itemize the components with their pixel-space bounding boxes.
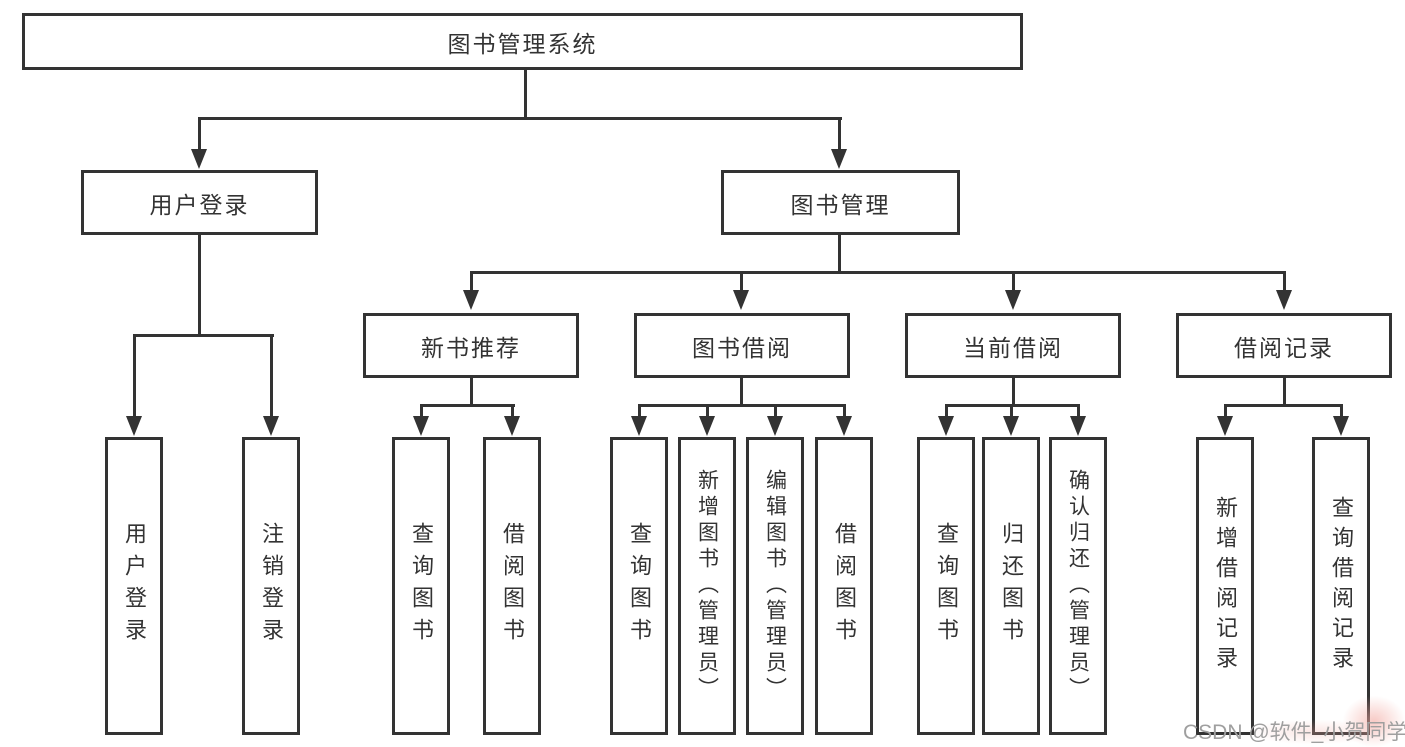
leaf-br-query-record: 查询借阅记录 [1312,437,1370,735]
leaf-bb-edit-books-label: 编辑图书（管理员） [763,469,787,703]
connector-drop [1010,404,1013,418]
watermark-pink-glow [1250,720,1380,744]
leaf-cb-return-books-label: 归还图书 [999,522,1024,650]
node-root-label: 图书管理系统 [447,30,598,57]
node-book-mgmt-label: 图书管理 [790,191,891,218]
connector-drop-book-mgmt [838,117,841,150]
watermark: CSDN @软件_小贺同学 [1183,721,1405,744]
arrow-down-icon [413,416,429,436]
leaf-cb-return-books: 归还图书 [982,437,1040,735]
leaf-logout-label: 注销登录 [259,522,284,650]
leaf-bb-add-books: 新增图书（管理员） [678,437,736,735]
connector-drop [420,404,423,418]
connector-drop [945,404,948,418]
connector-drop-leaf-user-login [133,334,136,418]
leaf-cb-query-books-label: 查询图书 [934,522,959,650]
node-user-login-label: 用户登录 [149,191,250,218]
leaf-br-add-record-label: 新增借阅记录 [1213,496,1238,676]
node-book-borrow-label: 图书借阅 [692,334,792,361]
connector-book-mgmt-stem [838,235,841,274]
node-book-borrow: 图书借阅 [634,313,850,378]
arrow-down-icon [191,149,207,169]
leaf-bb-add-books-label: 新增图书（管理员） [695,469,719,703]
connector-new-book-rec-stem [470,377,473,407]
connector-borrow-record-stem [1283,377,1286,407]
leaf-rec-query-books: 查询图书 [392,437,450,735]
node-current-borrow-label: 当前借阅 [963,334,1063,361]
connector-root-stem [524,69,527,120]
arrow-down-icon [1005,290,1021,310]
connector-drop [774,404,777,418]
connector-drop-leaf-logout [270,334,273,418]
arrow-down-icon [1217,416,1233,436]
connector-borrow-record-bus [1224,404,1343,407]
arrow-down-icon [938,416,954,436]
node-book-mgmt: 图书管理 [721,170,960,235]
leaf-cb-confirm-return-label: 确认归还（管理员） [1066,469,1090,703]
node-borrow-record-label: 借阅记录 [1234,334,1334,361]
arrow-down-icon [631,416,647,436]
leaf-user-login: 用户登录 [105,437,163,735]
arrow-down-icon [504,416,520,436]
connector-user-login-stem [198,235,201,337]
arrow-down-icon [263,416,279,436]
connector-drop [1224,404,1227,418]
connector-drop [843,404,846,418]
connector-drop-borrow-record [1283,271,1286,292]
leaf-cb-query-books: 查询图书 [917,437,975,735]
leaf-rec-borrow-books: 借阅图书 [483,437,541,735]
connector-drop [1077,404,1080,418]
node-new-book-rec-label: 新书推荐 [421,334,521,361]
arrow-down-icon [1070,416,1086,436]
leaf-logout: 注销登录 [242,437,300,735]
node-root: 图书管理系统 [22,13,1023,70]
connector-drop-new-book-rec [470,271,473,292]
leaf-cb-confirm-return: 确认归还（管理员） [1049,437,1107,735]
arrow-down-icon [699,416,715,436]
arrow-down-icon [836,416,852,436]
connector-drop-current-borrow [1012,271,1015,292]
leaf-bb-borrow-books-label: 借阅图书 [832,522,857,650]
leaf-bb-edit-books: 编辑图书（管理员） [746,437,804,735]
arrow-down-icon [126,416,142,436]
connector-new-book-rec-bus [420,404,515,407]
connector-drop-book-borrow [740,271,743,292]
connector-drop [638,404,641,418]
watermark-pink-glow [1343,696,1405,747]
leaf-br-query-record-label: 查询借阅记录 [1329,496,1354,676]
connector-book-borrow-bus [638,404,846,407]
node-current-borrow: 当前借阅 [905,313,1121,378]
arrow-down-icon [767,416,783,436]
connector-drop [706,404,709,418]
arrow-down-icon [733,290,749,310]
leaf-rec-borrow-books-label: 借阅图书 [500,522,525,650]
arrow-down-icon [1276,290,1292,310]
connector-user-login-bus [133,334,274,337]
leaf-rec-query-books-label: 查询图书 [409,522,434,650]
leaf-bb-query-books: 查询图书 [610,437,668,735]
connector-book-borrow-stem [740,377,743,407]
leaf-br-add-record: 新增借阅记录 [1196,437,1254,735]
connector-drop [1340,404,1343,418]
connector-book-mgmt-bus [470,271,1286,274]
connector-drop [511,404,514,418]
arrow-down-icon [1003,416,1019,436]
node-user-login: 用户登录 [81,170,318,235]
connector-root-bus [198,117,842,120]
leaf-bb-borrow-books: 借阅图书 [815,437,873,735]
connector-current-borrow-stem [1012,377,1015,407]
node-new-book-rec: 新书推荐 [363,313,579,378]
arrow-down-icon [463,290,479,310]
leaf-bb-query-books-label: 查询图书 [627,522,652,650]
node-borrow-record: 借阅记录 [1176,313,1392,378]
arrow-down-icon [831,149,847,169]
arrow-down-icon [1333,416,1349,436]
leaf-user-login-label: 用户登录 [122,522,147,650]
connector-drop-user-login [198,117,201,150]
